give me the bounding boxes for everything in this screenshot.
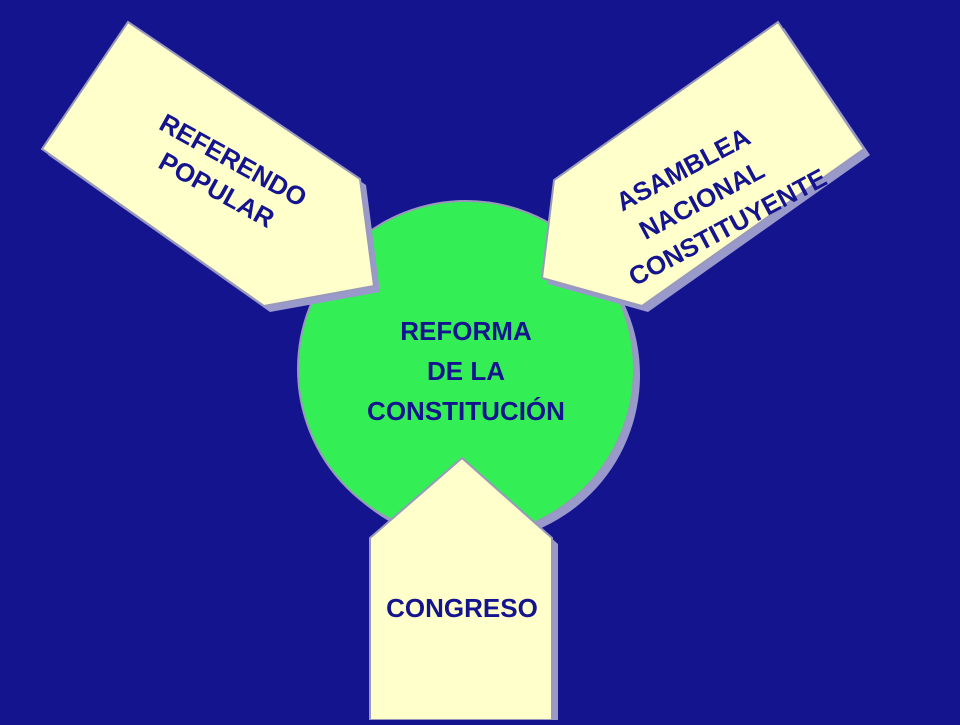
- arrow-left-body: [40, 20, 376, 308]
- arrow-bottom-label: CONGRESO: [386, 593, 538, 623]
- center-circle-group: REFORMA DE LA CONSTITUCIÓN: [297, 200, 640, 543]
- center-label-line-3: CONSTITUCIÓN: [367, 396, 565, 426]
- arrow-congreso: CONGRESO: [369, 456, 558, 725]
- center-label-line-2: DE LA: [427, 356, 505, 386]
- center-label-line-1: REFORMA: [400, 316, 532, 346]
- arrow-right-body: [540, 20, 866, 308]
